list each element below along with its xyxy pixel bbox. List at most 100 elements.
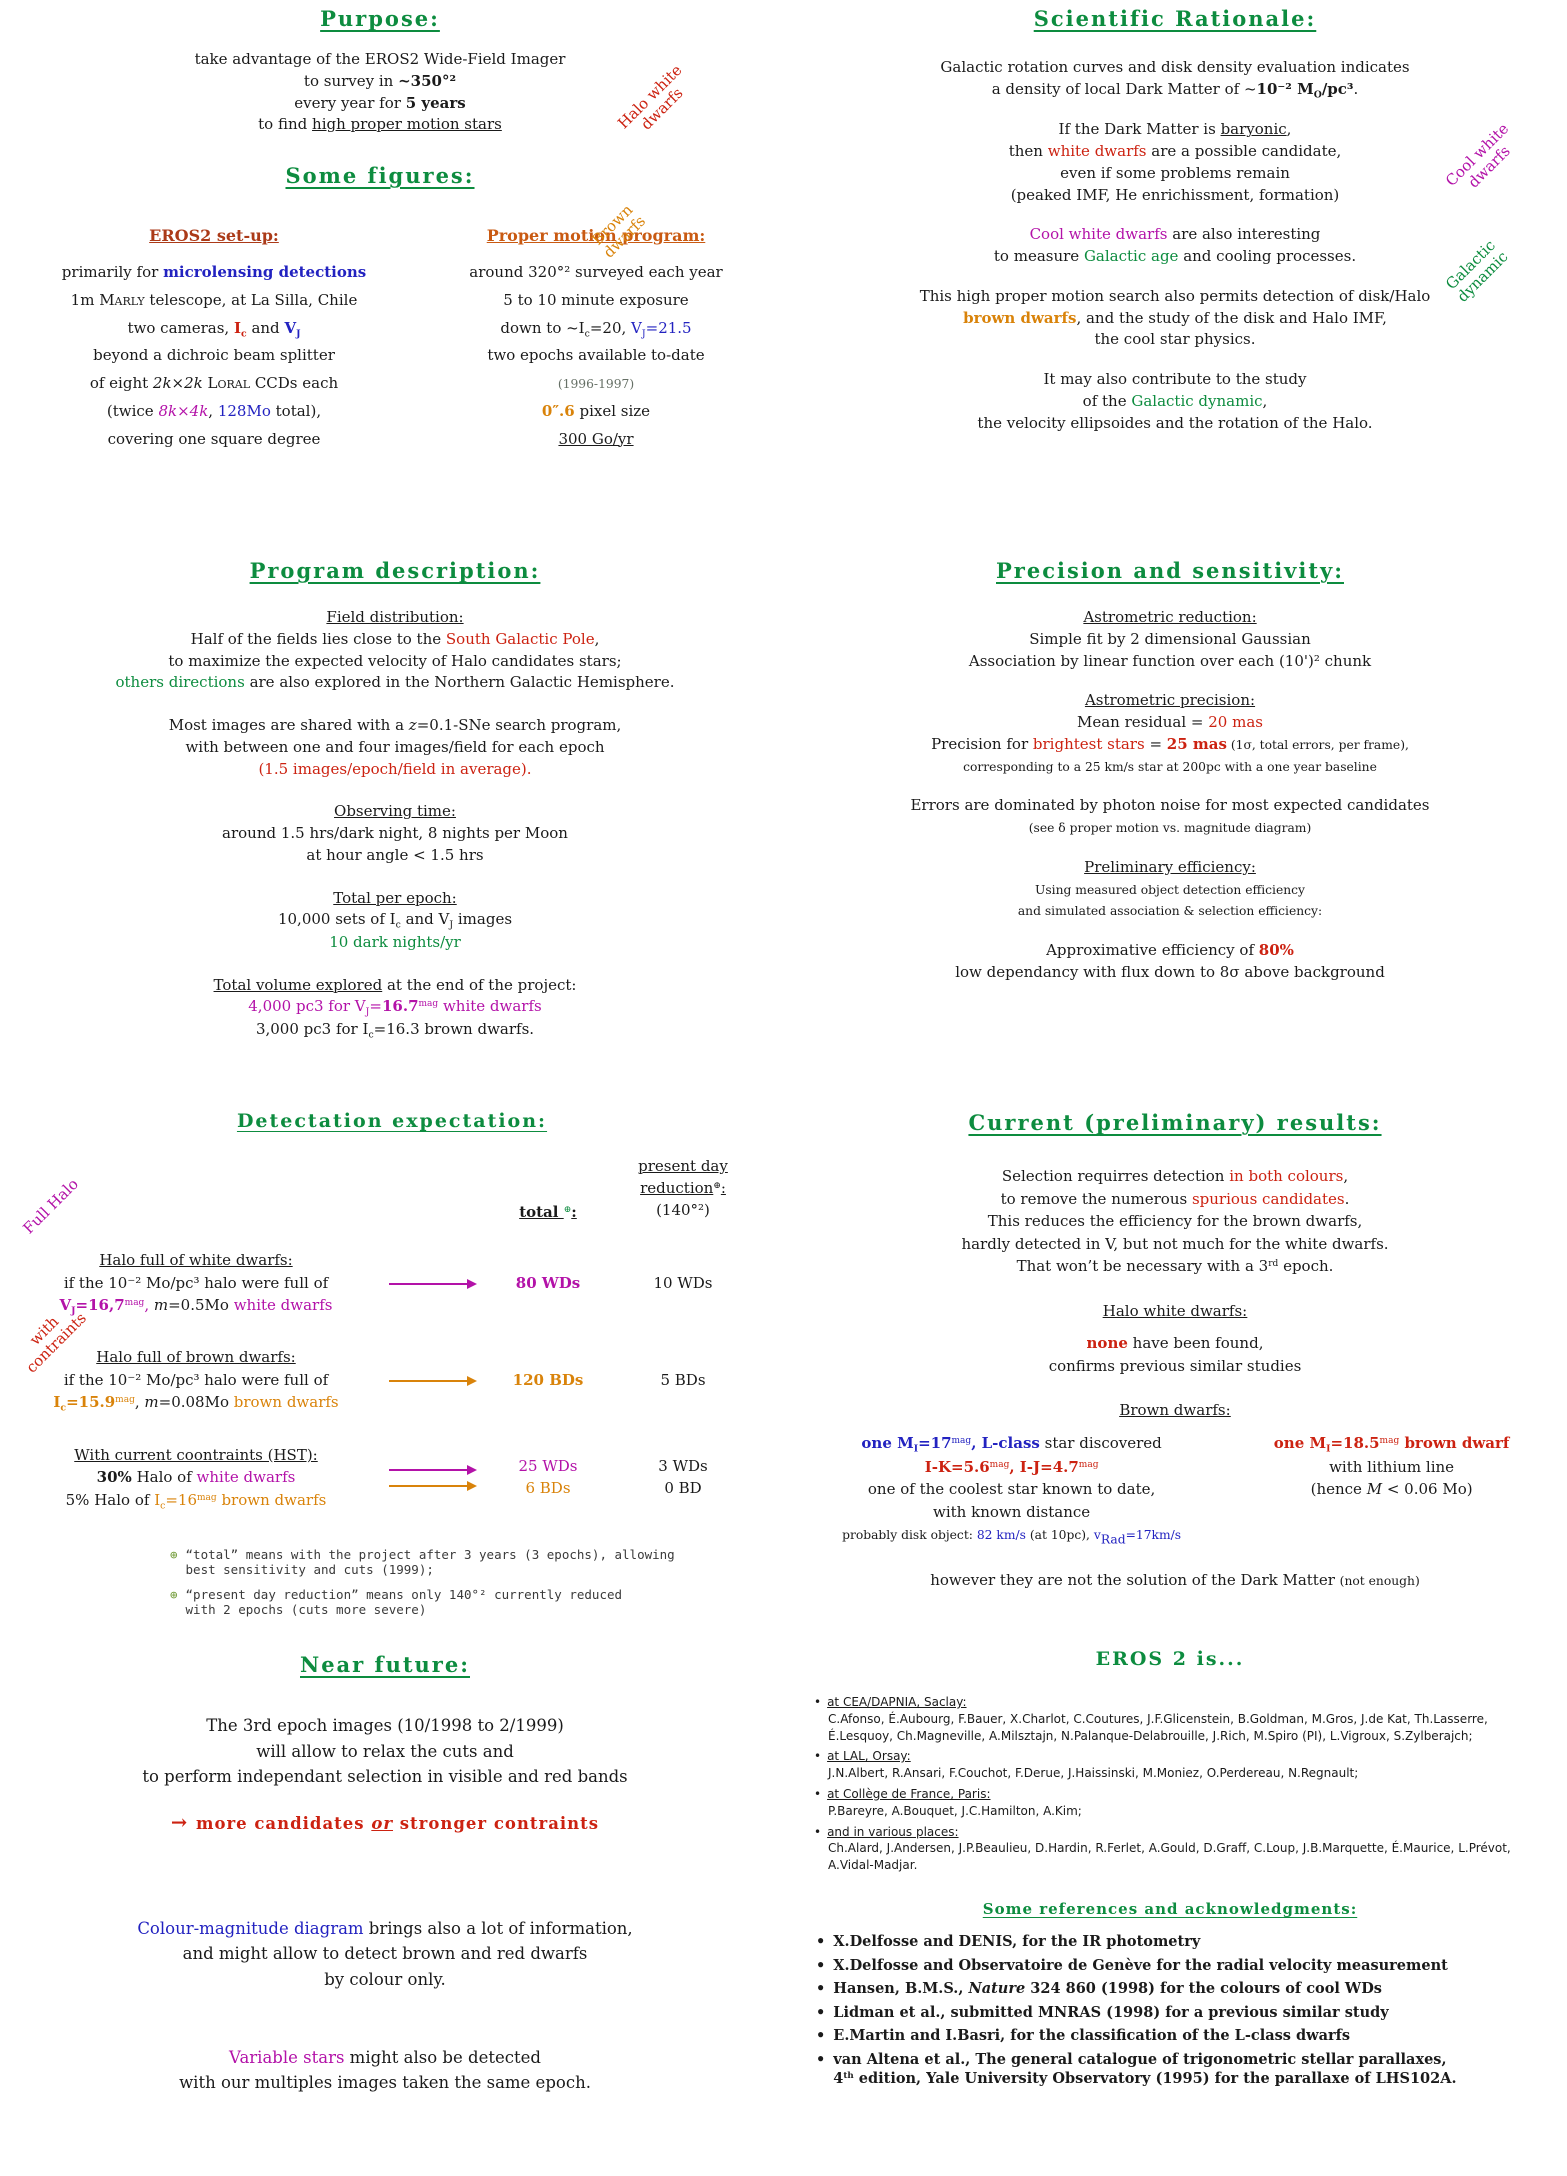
rationale-title: Scientific Rationale:	[1033, 6, 1317, 31]
text-segment: I	[233, 318, 242, 337]
precision-paragraph: Approximative efficiency of 80%low depen…	[808, 940, 1532, 984]
text-segment: 10 dark nights/yr	[329, 932, 461, 951]
text-segment: Halo full of white dwarfs:	[99, 1251, 293, 1270]
text-segment: mag	[1078, 1459, 1099, 1470]
text-segment: Loral	[207, 374, 251, 392]
text-segment: Lidman et al., submitted MNRAS (1998) fo…	[833, 2003, 1389, 2021]
text-segment: (peaked IMF, He enrichissment, formation…	[1010, 185, 1340, 204]
text-segment: corresponding to a 25 km/s star at 200pc…	[963, 759, 1377, 774]
text-line: 25 WDs	[492, 1456, 604, 1478]
text-line: 3 WDs	[608, 1456, 758, 1478]
text-segment: =17	[918, 1433, 952, 1452]
group-heading: at LAL, Orsay:	[827, 1749, 911, 1764]
reference-item: • X.Delfosse and DENIS, for the IR photo…	[816, 1932, 1532, 1952]
text-line: 10 dark nights/yr	[55, 932, 735, 954]
text-segment: Precision for	[931, 734, 1033, 753]
text-segment: 3,000 pc3 for I	[255, 1020, 369, 1039]
text-line: present day	[608, 1156, 758, 1178]
text-line: Ic=15.9mag, m=0.08Mo brown dwarfs	[20, 1391, 372, 1415]
text-segment: total),	[270, 401, 322, 420]
text-segment: 120 BDs	[512, 1371, 584, 1390]
text-segment: ⊕	[563, 1205, 572, 1216]
text-segment: Galactic age	[1083, 247, 1179, 266]
text-line: to find high proper motion stars	[115, 114, 645, 136]
text-line: That won’t be necessary with a 3rd epoch…	[795, 1255, 1555, 1278]
text-line: 4,000 pc3 for VJ=16.7mag white dwarfs	[55, 996, 735, 1019]
text-segment: 5 years	[405, 93, 466, 112]
text-segment: 80 WDs	[515, 1273, 581, 1292]
text-line: confirms previous similar studies	[795, 1355, 1555, 1378]
text-segment: =	[1144, 734, 1167, 753]
reference-text: X.Delfosse and Observatoire de Genève fo…	[833, 1956, 1448, 1976]
text-segment: Halo of	[131, 1468, 197, 1487]
bullet-icon: •	[814, 1786, 822, 1801]
text-segment: Astrometric precision:	[1084, 691, 1256, 710]
reference-text: Hansen, B.M.S., Nature 324 860 (1998) fo…	[833, 1979, 1382, 1999]
text-segment: Preliminary efficiency:	[1084, 857, 1256, 876]
text-segment: I	[913, 1442, 919, 1454]
results-title: Current (preliminary) results:	[968, 1110, 1382, 1135]
text-line: 0″.6 pixel size	[428, 398, 764, 426]
text-line: of the Galactic dynamic,	[795, 391, 1555, 413]
group-names: P.Bareyre, A.Bouquet, J.C.Hamilton, A.Ki…	[828, 1803, 1082, 1818]
footnote: ⊕ “total” means with the project after 3…	[170, 1547, 764, 1577]
text-segment: Selection requirres detection	[1001, 1167, 1230, 1185]
text-segment: with known distance	[933, 1502, 1091, 1521]
text-line: (see δ proper motion vs. magnitude diagr…	[808, 817, 1532, 839]
text-line: and might allow to detect brown and red …	[75, 1941, 695, 1967]
results-tail: however they are not the solution of the…	[795, 1569, 1555, 1592]
text-line: one of the coolest star known to date,	[795, 1478, 1228, 1501]
text-segment: 324	[1030, 1980, 1061, 1998]
text-segment: to perform independant selection in visi…	[142, 1767, 628, 1787]
group-names: Ch.Alard, J.Andersen, J.P.Beaulieu, D.Ha…	[828, 1841, 1511, 1873]
text-segment: ,	[594, 629, 600, 648]
section-some-figures: Some figures:	[115, 163, 645, 206]
text-segment: more candidates	[195, 1813, 372, 1833]
table-row-present: 10 WDs	[608, 1273, 758, 1295]
text-segment: one M	[861, 1433, 914, 1452]
text-segment: Colour-magnitude diagram	[137, 1918, 364, 1938]
reference-text: E.Martin and I.Basri, for the classifica…	[833, 2026, 1350, 2046]
text-segment: of eight	[89, 374, 153, 392]
nearfuture-paragraph: The 3rd epoch images (10/1998 to 2/1999)…	[75, 1713, 695, 1790]
text-segment: pixel size	[574, 401, 651, 420]
text-segment: =17km/s	[1125, 1528, 1182, 1543]
text-line: Astrometric precision:	[808, 690, 1532, 712]
text-line: Most images are shared with a z=0.1-SNe …	[55, 715, 735, 737]
text-segment: confirms previous similar studies	[1048, 1356, 1302, 1375]
text-line: take advantage of the EROS2 Wide-Field I…	[115, 49, 645, 71]
footnote-text: “present day reduction” means only 140°²…	[185, 1586, 623, 1617]
collaboration-group: • at LAL, Orsay: J.N.Albert, R.Ansari, F…	[814, 1748, 1532, 1782]
column-header-total: total ⊕:	[492, 1203, 604, 1221]
program-description-title: Program description:	[249, 558, 541, 583]
text-segment: down to ~I	[500, 318, 585, 337]
near-future-title: Near future:	[300, 1652, 470, 1677]
progdesc-paragraph: Total volume explored at the end of the …	[55, 975, 735, 1042]
collaboration-group: • at CEA/DAPNIA, Saclay: C.Afonso, É.Aub…	[814, 1694, 1532, 1744]
text-line: (1.5 images/epoch/field in average).	[55, 759, 735, 781]
text-segment: =0.08Mo	[158, 1393, 234, 1412]
text-line: to perform independant selection in visi…	[75, 1764, 695, 1790]
text-segment: are also interesting	[1167, 225, 1321, 244]
text-segment: =16.3 brown dwarfs.	[373, 1020, 535, 1039]
text-segment: 6 BDs	[525, 1479, 571, 1498]
text-segment: Cool white dwarfs	[1029, 225, 1168, 244]
text-segment: (at 10pc),	[1025, 1528, 1094, 1543]
text-line: covering one square degree	[18, 426, 410, 454]
reference-item: • van Altena et al., The general catalog…	[816, 2050, 1532, 2089]
text-segment: O	[1313, 89, 1322, 100]
bullet-icon: •	[814, 1824, 822, 1839]
text-segment: however they are not the solution of the…	[930, 1570, 1340, 1589]
text-segment: of the	[1082, 391, 1132, 410]
text-segment: ,	[1343, 1167, 1349, 1185]
text-segment: baryonic	[1220, 120, 1287, 139]
footnote: ⊕ “present day reduction” means only 140…	[170, 1587, 764, 1617]
bullet-icon: •	[814, 1695, 822, 1709]
text-segment: the velocity ellipsoides and the rotatio…	[977, 413, 1373, 432]
